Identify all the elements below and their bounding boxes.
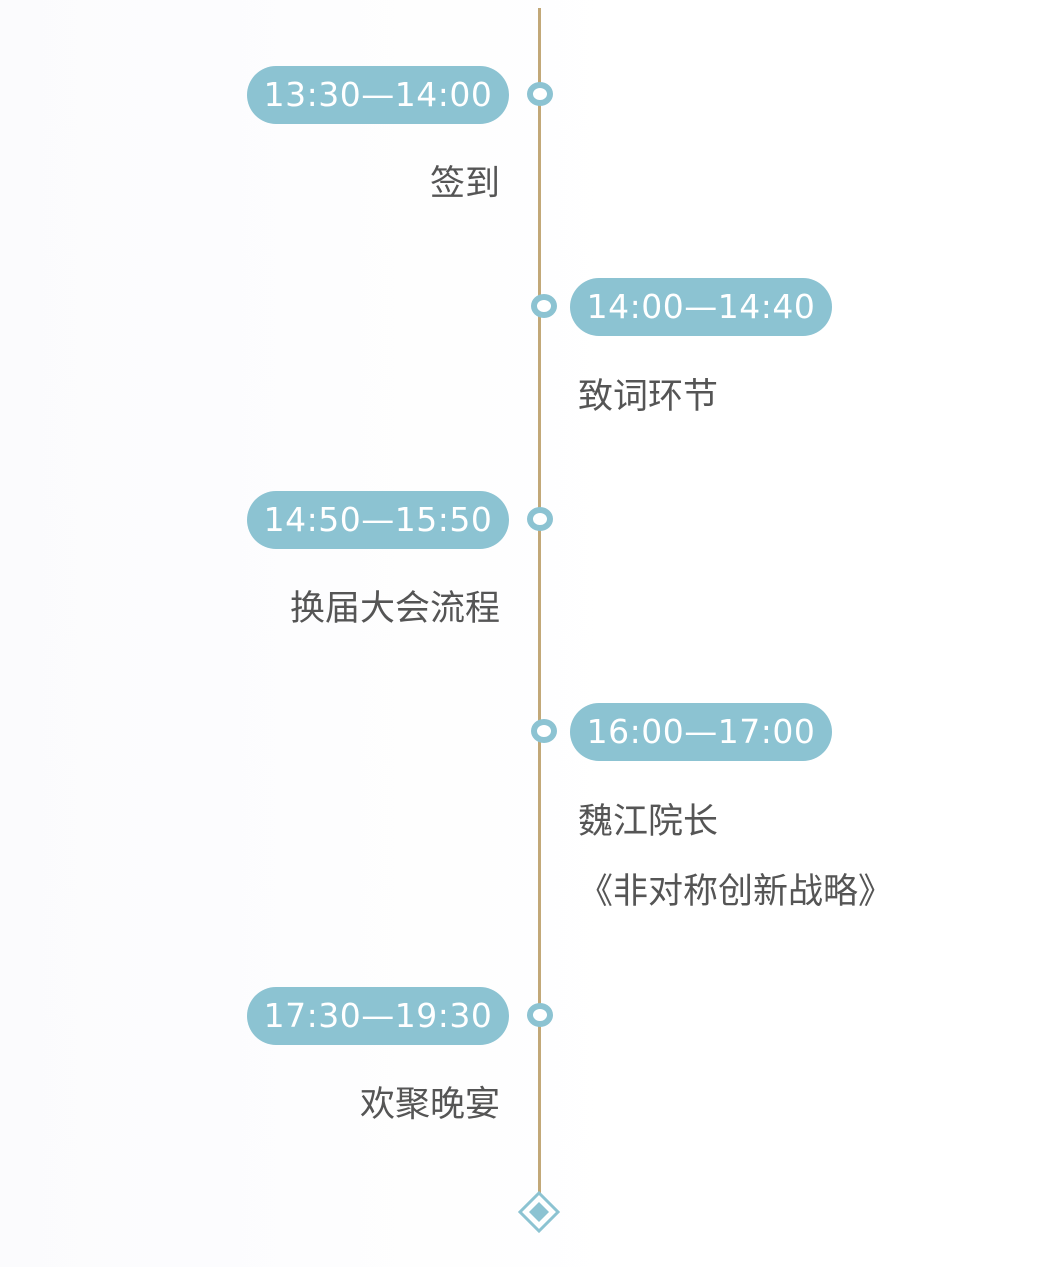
event-title-3: 换届大会流程: [289, 589, 500, 629]
event-title-4: 魏江院长: [578, 802, 719, 842]
event-title-2: 致词环节: [578, 377, 719, 417]
timeline-node-4: [531, 719, 557, 743]
diamond-icon: [518, 1191, 560, 1233]
time-badge-2: 14:00—14:40: [570, 278, 832, 336]
time-badge-4: 16:00—17:00: [570, 703, 832, 761]
time-badge-1: 13:30—14:00: [247, 66, 509, 124]
timeline-node-3: [527, 507, 553, 531]
timeline-node-5: [527, 1003, 553, 1027]
time-badge-5: 17:30—19:30: [247, 987, 509, 1045]
event-title-1: 签到: [429, 164, 500, 204]
timeline-axis: [538, 8, 541, 1203]
timeline-node-1: [527, 82, 553, 106]
event-title-5: 欢聚晚宴: [359, 1085, 500, 1125]
time-badge-3: 14:50—15:50: [247, 491, 509, 549]
event-subtitle-4: 《非对称创新战略》: [578, 872, 894, 912]
timeline-node-2: [531, 294, 557, 318]
